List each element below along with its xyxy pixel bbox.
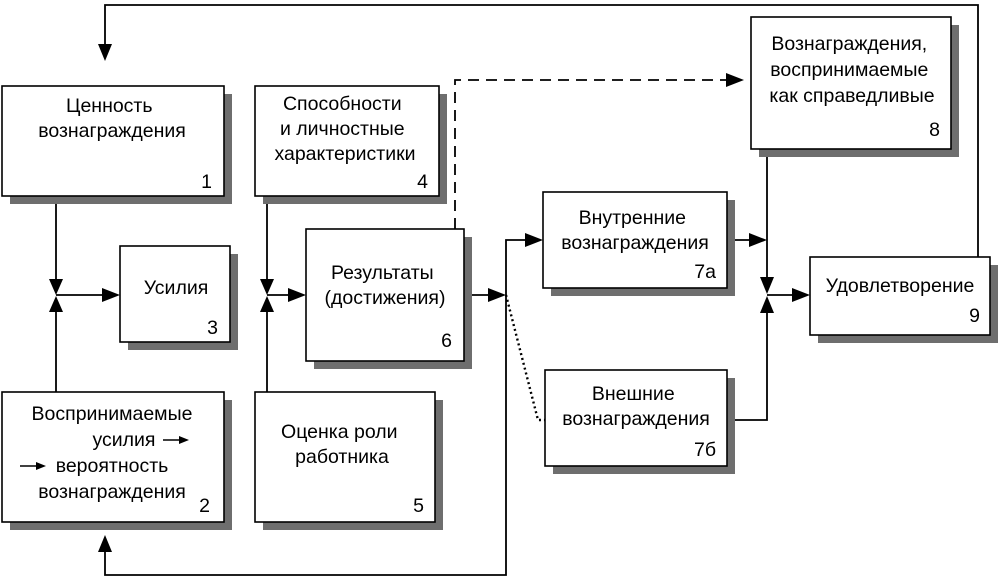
svg-text:Внутренние вознаграждени: Внутренние вознаграждения <box>561 207 709 254</box>
arrow-results-out <box>488 288 506 302</box>
box-results: Результаты (достижения) 6 <box>305 228 472 369</box>
arrow-into-intrinsic <box>525 233 543 247</box>
arrow-intrinsic-out <box>749 233 767 247</box>
arrow-abilities-to-junction <box>260 279 274 295</box>
svg-text:Вознаграждения, восприни: Вознаграждения, воспринимаемые как справ… <box>769 33 934 107</box>
box-role-perception: Оценка роли работника 5 <box>254 391 443 530</box>
box-7a-number: 7а <box>694 261 716 283</box>
box-7b-number: 7б <box>694 439 716 461</box>
box-7b-line-1: Внешние <box>592 383 675 405</box>
arrow-perceived-to-junction <box>49 296 63 312</box>
box-extrinsic-rewards: Внешние вознаграждения 7б <box>544 369 735 474</box>
box-7a-line-2: вознаграждения <box>561 232 709 254</box>
box-perceived-fair-rewards: Вознаграждения, воспринимаемые как справ… <box>750 16 959 157</box>
box-2-number: 2 <box>199 495 210 517</box>
arrow-junction-to-effort <box>102 288 120 302</box>
box-4-number: 4 <box>417 171 428 193</box>
box-intrinsic-rewards: Внутренние вознаграждения 7а <box>542 191 735 296</box>
feedback-line-satisfaction-to-value <box>104 4 979 257</box>
box-7b-line-2: вознаграждения <box>562 408 710 430</box>
box-6-number: 6 <box>441 330 452 352</box>
box-1-line-2: вознаграждения <box>38 120 186 142</box>
box-5-number: 5 <box>413 495 424 517</box>
box-perceived-effort-reward-probability: Воспринимаемые усилия вероятность вознаг… <box>1 391 232 530</box>
box-6-line-1: Результаты <box>331 262 434 284</box>
box-9-number: 9 <box>969 305 980 327</box>
box-2-line-4: вознаграждения <box>38 481 186 503</box>
box-5-line-1: Оценка роли <box>281 421 398 443</box>
box-2-line-1: Воспринимаемые <box>32 403 193 425</box>
box-6-line-2: (достижения) <box>325 287 446 309</box>
trunk-line-results <box>505 239 526 295</box>
svg-text:Внешние вознаграждения: Внешние вознаграждения <box>562 383 710 430</box>
box-4-line-3: характеристики <box>274 143 415 165</box>
box-4-line-2: и личностные <box>280 118 405 140</box>
svg-text:Результаты (достижения): Результаты (достижения) <box>325 262 446 309</box>
box-effort: Усилия 3 <box>119 245 238 350</box>
box-3-number: 3 <box>207 317 218 339</box>
box-7a-line-1: Внутренние <box>579 207 686 229</box>
dashed-line-results-to-fairness <box>454 79 726 229</box>
box-8-line-3: как справедливые <box>769 85 934 107</box>
inline-arrow-icon <box>163 436 189 444</box>
svg-text:Способности и личностные: Способности и личностные характеристики <box>274 93 415 165</box>
box-satisfaction: Удовлетворение 9 <box>809 256 998 343</box>
feedback-line-results-to-perceived <box>104 295 507 576</box>
box-8-number: 8 <box>929 119 940 141</box>
box-8-line-1: Вознаграждения, <box>771 33 927 55</box>
dotted-line-to-extrinsic <box>504 294 545 422</box>
arrow-role-to-junction <box>260 296 274 312</box>
arrow-extrinsic-to-junction <box>760 296 774 313</box>
arrow-value-to-junction <box>49 279 63 295</box>
svg-text:Ценность вознаграждения: Ценность вознаграждения <box>38 95 186 142</box>
box-4-line-1: Способности <box>283 93 402 115</box>
box-abilities-and-traits: Способности и личностные характеристики … <box>254 85 447 204</box>
box-2-line-2: усилия <box>92 429 155 451</box>
arrow-into-value-of-reward <box>98 44 112 61</box>
arrow-into-perceived <box>98 535 112 552</box>
box-8-line-2: воспринимаемые <box>770 59 928 81</box>
box-9-line-1: Удовлетворение <box>826 275 975 297</box>
arrow-into-fairness <box>726 73 744 87</box>
arrow-fairness-to-junction <box>760 277 774 294</box>
box-value-of-reward: Ценность вознаграждения 1 <box>1 85 232 204</box>
box-1-number: 1 <box>201 171 212 193</box>
box-5-line-2: работника <box>295 446 389 468</box>
arrow-junction-to-results <box>288 288 306 302</box>
box-1-line-1: Ценность <box>66 95 153 117</box>
box-3-line-1: Усилия <box>144 277 209 299</box>
svg-text:Оценка роли работника: Оценка роли работника <box>281 421 403 468</box>
line-extrinsic-to-junction <box>728 312 768 421</box>
inline-arrow-icon <box>20 462 46 470</box>
box-2-line-3: вероятность <box>56 455 169 477</box>
arrow-junction-to-satisfaction <box>792 288 810 302</box>
connectors <box>49 4 979 576</box>
